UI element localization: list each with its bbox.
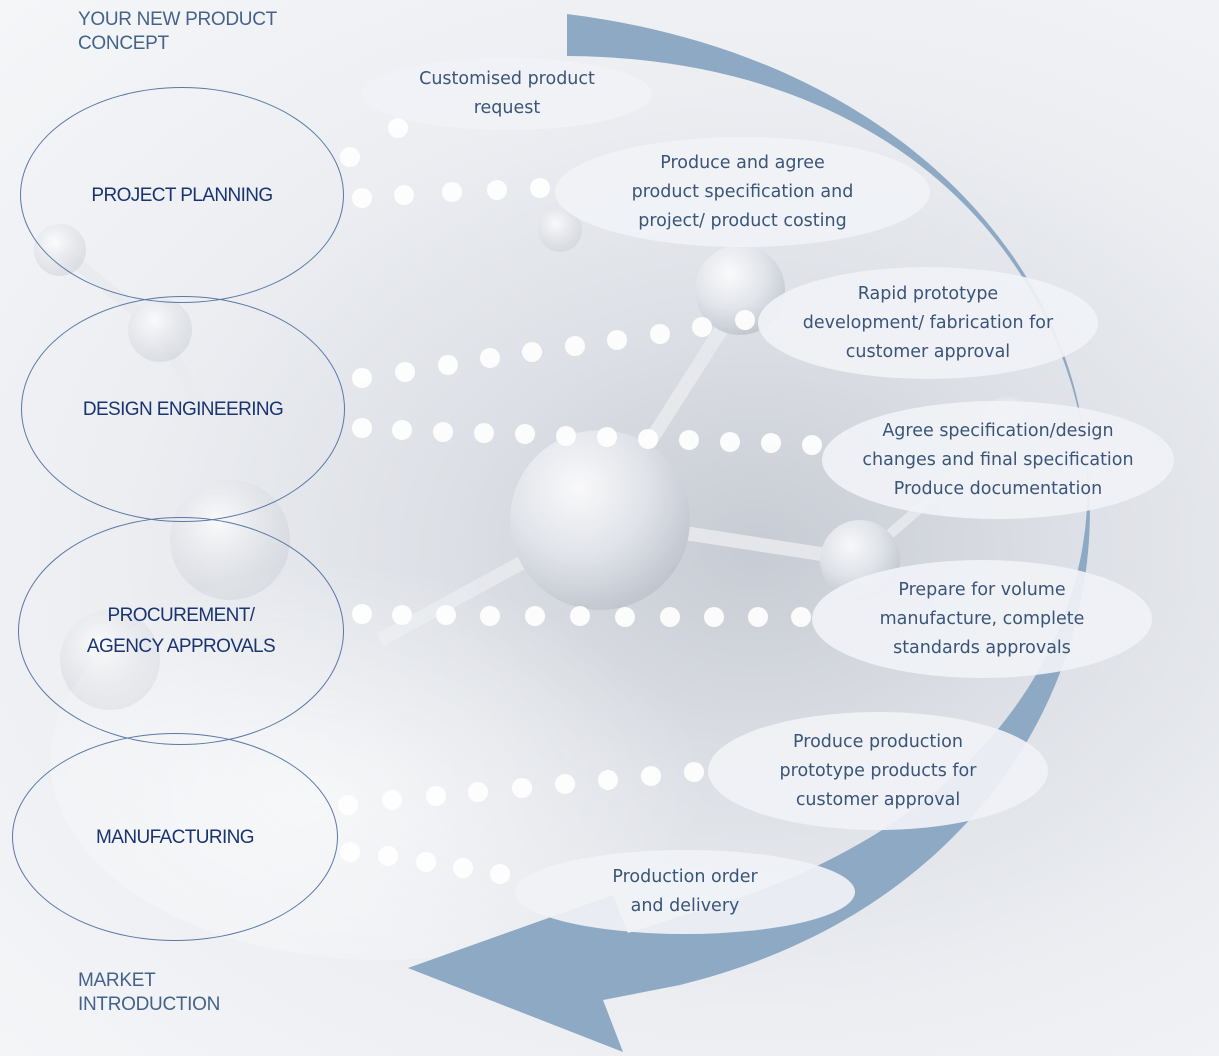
stage-project-planning: PROJECT PLANNING (20, 87, 344, 303)
step-production-order-delivery: Production order and delivery (515, 850, 855, 934)
step-product-specification: Produce and agree product specification … (555, 137, 930, 247)
end-label: MARKET INTRODUCTION (78, 970, 221, 1015)
step-volume-manufacture: Prepare for volume manufacture, complete… (812, 560, 1152, 678)
connector-dots (338, 118, 822, 884)
step-rapid-prototype: Rapid prototype development/ fabrication… (758, 267, 1098, 379)
step-final-specification: Agree specification/design changes and f… (822, 401, 1174, 519)
start-label: YOUR NEW PRODUCT CONCEPT (78, 9, 277, 54)
process-flow-arrow (408, 14, 1090, 1052)
step-production-prototype: Produce production prototype products fo… (708, 712, 1048, 830)
stage-manufacturing: MANUFACTURING (12, 733, 338, 941)
stage-design-engineering: DESIGN ENGINEERING (21, 296, 345, 522)
step-customised-product-request: Customised product request (362, 58, 652, 130)
stage-procurement-agency-approvals: PROCUREMENT/ AGENCY APPROVALS (18, 517, 344, 745)
